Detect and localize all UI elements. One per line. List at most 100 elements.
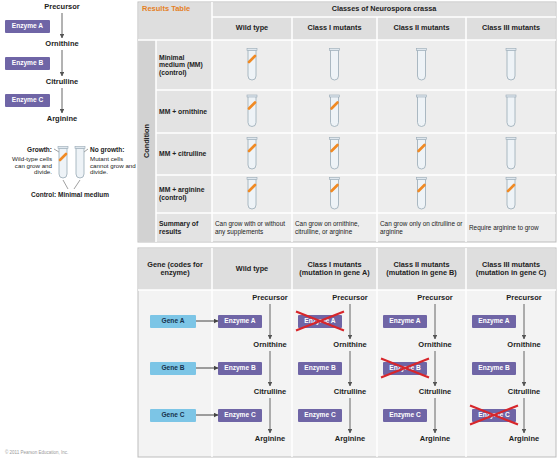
tube-body [507, 97, 515, 127]
metabolite-label: Ornithine [37, 38, 87, 50]
mutation-cross [296, 312, 518, 425]
tube-grid [58, 49, 516, 210]
box-text: Gene C [161, 412, 184, 419]
row-header: MM + arginine (control) [156, 175, 212, 213]
summary-cell: Can grow with or without any supplements [212, 213, 292, 242]
enzyme-box: Enzyme B [472, 362, 516, 375]
pathway-arrow [62, 50, 63, 76]
results-table [138, 2, 556, 242]
growth-streak [332, 145, 338, 151]
test-tube [417, 95, 427, 127]
growth-streak [332, 103, 338, 109]
test-tube [506, 138, 516, 170]
test-tube [247, 49, 257, 81]
enzyme-box: Enzyme A [5, 20, 50, 33]
metabolite-label: Citrulline [243, 386, 297, 398]
growth-streak [249, 56, 255, 62]
tube-body [418, 97, 426, 127]
growth-streak [508, 185, 514, 191]
pathway-arrow [350, 351, 351, 386]
tube-rim [330, 138, 340, 140]
tube-rim [417, 49, 427, 51]
growth-label: No growth: [87, 145, 139, 154]
tube-rim [247, 95, 257, 97]
axis-title: Condition [140, 81, 154, 201]
cross-stroke [470, 406, 518, 425]
box-text: Enzyme A [478, 318, 509, 325]
metabolite-label: Precursor [408, 292, 462, 304]
test-tube [330, 49, 340, 81]
tube-body [331, 139, 339, 169]
tube-body [331, 97, 339, 127]
row-header: MM + citrulline [156, 133, 212, 175]
tube-rim [506, 95, 516, 97]
enzyme-box: Enzyme B [5, 57, 50, 70]
enzyme-box: Enzyme C [218, 409, 262, 422]
table-grid [138, 2, 556, 242]
test-tube [247, 138, 257, 170]
box-text: Gene A [162, 318, 185, 325]
pathway-arrow [270, 398, 271, 433]
metabolite-label: Ornithine [497, 339, 551, 351]
column-header: Class II mutants (mutation in gene B) [377, 248, 466, 290]
test-tube [417, 49, 427, 81]
growth-streak [60, 154, 66, 160]
enzyme-box: Enzyme C [298, 409, 342, 422]
pathway-arrow [435, 351, 436, 386]
tube-body [248, 139, 256, 169]
gene-arrow [196, 368, 218, 369]
cross-stroke [381, 359, 429, 378]
gene-box: Gene B [150, 362, 196, 375]
tube-rim [58, 147, 68, 149]
tube-rim [417, 95, 427, 97]
tube-body [76, 148, 84, 178]
metabolite-label: Precursor [37, 1, 87, 13]
metabolite-label: Citrulline [497, 386, 551, 398]
box-text: Gene B [161, 365, 184, 372]
tube-rim [247, 138, 257, 140]
box-text: Enzyme B [478, 365, 510, 372]
tube-rim [247, 178, 257, 180]
cross-stroke [470, 406, 518, 425]
growth-note: Mutant cells cannot grow and divide. [87, 154, 139, 178]
enzyme-box: Enzyme B [218, 362, 262, 375]
control-label: Control: Minimal medium [15, 190, 125, 200]
pathway-arrow [435, 304, 436, 339]
tube-body [248, 97, 256, 127]
metabolite-label: Ornithine [323, 339, 377, 351]
tube-rim [330, 178, 340, 180]
column-header: Class III mutants [466, 17, 556, 40]
test-tube [506, 95, 516, 127]
metabolite-label: Arginine [408, 433, 462, 445]
tube-rim [75, 147, 85, 149]
enzyme-box: Enzyme C [472, 409, 516, 422]
enzyme-box: Enzyme A [472, 315, 516, 328]
metabolite-label: Citrulline [37, 76, 87, 88]
column-header: Class III mutants (mutation in gene C) [466, 248, 556, 290]
test-tube [247, 178, 257, 210]
metabolite-label: Ornithine [243, 339, 297, 351]
gene-box: Gene C [150, 409, 196, 422]
test-tube [58, 147, 68, 179]
test-tube [417, 138, 427, 170]
box-text: Enzyme C [12, 97, 44, 104]
pathway-arrow [524, 304, 525, 339]
pathway-arrow [435, 398, 436, 433]
tube-body [248, 179, 256, 209]
tube-rim [506, 49, 516, 51]
copyright-note: © 2011 Pearson Education, Inc. [2, 449, 142, 457]
pathway-arrow [524, 351, 525, 386]
metabolite-label: Ornithine [408, 339, 462, 351]
gene-box: Gene A [150, 315, 196, 328]
enzyme-box: Enzyme B [383, 362, 427, 375]
table-frame [138, 248, 556, 457]
test-tube [330, 138, 340, 170]
column-header: Class I mutants (mutation in gene A) [292, 248, 377, 290]
table-grid [138, 248, 556, 457]
metabolite-label: Precursor [497, 292, 551, 304]
table-frame [138, 2, 556, 242]
row-header: MM + ornithine [156, 90, 212, 133]
summary-cell: Can grow on ornithine, citrulline, or ar… [292, 213, 377, 242]
enzyme-box: Enzyme A [383, 315, 427, 328]
